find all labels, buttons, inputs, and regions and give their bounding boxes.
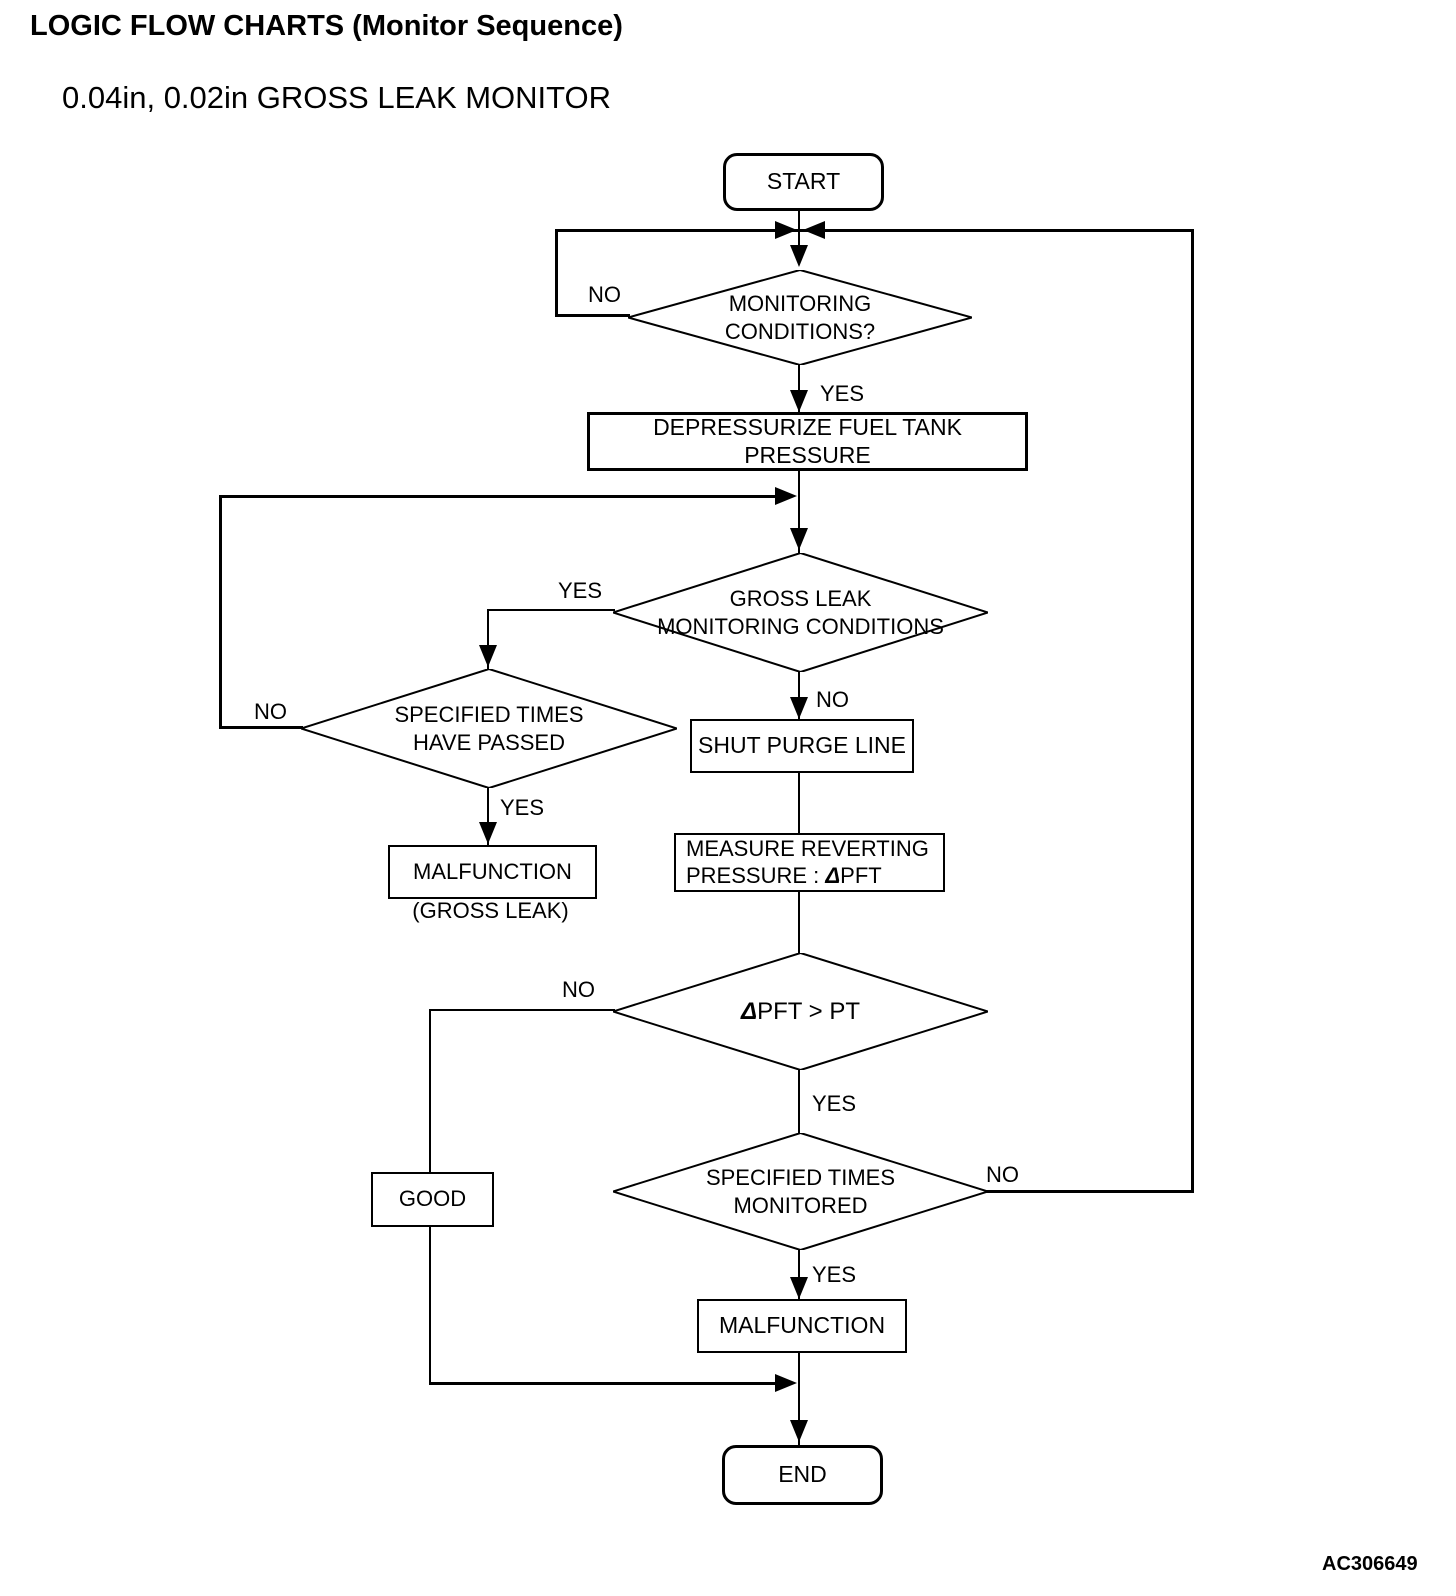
page-title: LOGIC FLOW CHARTS (Monitor Sequence)	[30, 10, 623, 42]
arrow-into-monitoring	[790, 245, 808, 267]
process-good: GOOD	[371, 1172, 494, 1227]
decision-line1: GROSS LEAK	[729, 586, 872, 611]
line-rightloop-vertical	[1191, 229, 1194, 1193]
edge-label-grossleak-no: NO	[816, 687, 849, 712]
arrow-into-end	[790, 1420, 808, 1442]
decision-text: ΔPFT > PT	[613, 953, 988, 1070]
delta-symbol: Δ	[825, 862, 841, 888]
line-merge-bottom	[429, 1382, 779, 1385]
start-label: START	[766, 168, 841, 195]
arrow-merge-before-end	[775, 1374, 797, 1392]
decision-monitoring-conditions: MONITORING CONDITIONS?	[628, 270, 972, 365]
line-timesmonitored-yes	[798, 1250, 800, 1299]
diamond-shape	[613, 1133, 988, 1250]
diamond-shape	[613, 553, 988, 672]
arrow-into-shutpurge	[790, 697, 808, 719]
line-loop2-top	[219, 495, 779, 498]
decision-line2: MONITORING CONDITIONS	[657, 613, 944, 639]
arrow-into-timespassed	[479, 645, 497, 667]
decision-text: GROSS LEAK MONITORING CONDITIONS	[613, 553, 988, 672]
end-label: END	[778, 1461, 827, 1488]
line-shut-to-measure	[798, 769, 800, 833]
line-top-junction	[555, 229, 1194, 232]
arrow-loop2-merge	[775, 487, 797, 505]
process-label: GOOD	[398, 1186, 467, 1212]
figure-id: AC306649	[1322, 1553, 1418, 1575]
edge-label-timesmonitored-yes: YES	[812, 1262, 857, 1287]
decision-line2: CONDITIONS?	[724, 318, 876, 344]
sublabel-text: (GROSS LEAK)	[412, 898, 569, 923]
process-label: SHUT PURGE LINE	[698, 732, 906, 759]
decision-line1: SPECIFIED TIMES	[705, 1165, 896, 1190]
process-malfunction-gross-leak: MALFUNCTION	[388, 845, 597, 899]
diamond-shape	[301, 669, 677, 788]
edge-label-monitoring-no: NO	[588, 282, 621, 307]
process-label: MALFUNCTION	[718, 1312, 886, 1339]
process-line2: PRESSURE : ΔPFT	[686, 863, 882, 889]
diamond-shape	[613, 953, 988, 1070]
line-grossleak-no	[798, 672, 800, 719]
edge-label-timesmonitored-no: NO	[986, 1162, 1019, 1187]
diamond-shape	[628, 270, 972, 365]
line-grossleak-yes-horizontal	[487, 609, 615, 611]
process-label: DEPRESSURIZE FUEL TANK PRESSURE	[653, 413, 962, 468]
arrow-junction-from-right	[803, 221, 825, 239]
decision-text: SPECIFIED TIMES MONITORED	[613, 1133, 988, 1250]
dpft-rest: PFT > PT	[757, 997, 861, 1025]
edge-label-timespassed-yes: YES	[500, 795, 545, 820]
edge-label-timespassed-no: NO	[254, 699, 287, 724]
process-shut-purge-line: SHUT PURGE LINE	[690, 719, 914, 773]
line-dpft-no-horizontal	[429, 1009, 615, 1011]
decision-text: SPECIFIED TIMES HAVE PASSED	[301, 669, 677, 788]
line-monitoring-yes	[798, 365, 800, 412]
line-loop1-vertical	[555, 229, 558, 317]
edge-label-dpft-no: NO	[562, 977, 595, 1002]
edge-label-dpft-yes: YES	[812, 1091, 857, 1116]
node-end: END	[722, 1445, 883, 1505]
decision-gross-leak-monitoring-conditions: GROSS LEAK MONITORING CONDITIONS	[613, 553, 988, 672]
label-gross-leak-sub: (GROSS LEAK)	[388, 898, 593, 924]
line-grossleak-yes-vertical	[487, 609, 489, 669]
pressure-prefix: PRESSURE :	[686, 862, 826, 888]
line-measure-to-dpft	[798, 888, 800, 953]
decision-line2: MONITORED	[733, 1192, 868, 1218]
line-loop2-bottom	[219, 726, 303, 729]
decision-dpft-gt-pt: ΔPFT > PT	[613, 953, 988, 1070]
decision-specified-times-monitored: SPECIFIED TIMES MONITORED	[613, 1133, 988, 1250]
arrow-into-malfunction	[790, 1277, 808, 1299]
process-depressurize: DEPRESSURIZE FUEL TANK PRESSURE	[587, 412, 1028, 471]
chart-subtitle: 0.04in, 0.02in GROSS LEAK MONITOR	[62, 80, 612, 115]
line-timespassed-yes	[487, 788, 489, 845]
line-malfunction-to-end	[798, 1349, 800, 1445]
line-monitoring-no-exit	[555, 314, 630, 317]
arrow-into-depressurize	[790, 390, 808, 412]
line-rightloop-horizontal	[986, 1190, 1194, 1193]
decision-line1: ΔPFT > PT	[741, 997, 860, 1027]
pressure-suffix: PFT	[840, 862, 882, 888]
decision-text: MONITORING CONDITIONS?	[628, 270, 972, 365]
arrow-into-malfunction-grossleak	[479, 822, 497, 844]
process-label: MALFUNCTION	[413, 858, 572, 884]
decision-line2: HAVE PASSED	[412, 729, 565, 755]
line-depressurize-down	[798, 465, 800, 553]
decision-line1: SPECIFIED TIMES	[394, 702, 584, 727]
decision-specified-times-have-passed: SPECIFIED TIMES HAVE PASSED	[301, 669, 677, 788]
edge-label-monitoring-yes: YES	[820, 381, 865, 406]
node-start: START	[723, 153, 884, 211]
line-loop2-vertical	[219, 495, 222, 729]
arrow-junction-from-left	[775, 221, 797, 239]
arrow-into-grossleak	[790, 528, 808, 550]
line-dpft-yes	[798, 1070, 800, 1133]
delta-symbol: Δ	[740, 997, 758, 1025]
edge-label-grossleak-yes: YES	[558, 578, 603, 603]
process-measure-reverting-pressure: MEASURE REVERTING PRESSURE : ΔPFT	[674, 833, 945, 892]
decision-line1: MONITORING	[728, 291, 872, 316]
process-malfunction: MALFUNCTION	[697, 1299, 907, 1353]
line-start-down	[798, 205, 800, 250]
process-line1: MEASURE REVERTING	[686, 836, 929, 862]
